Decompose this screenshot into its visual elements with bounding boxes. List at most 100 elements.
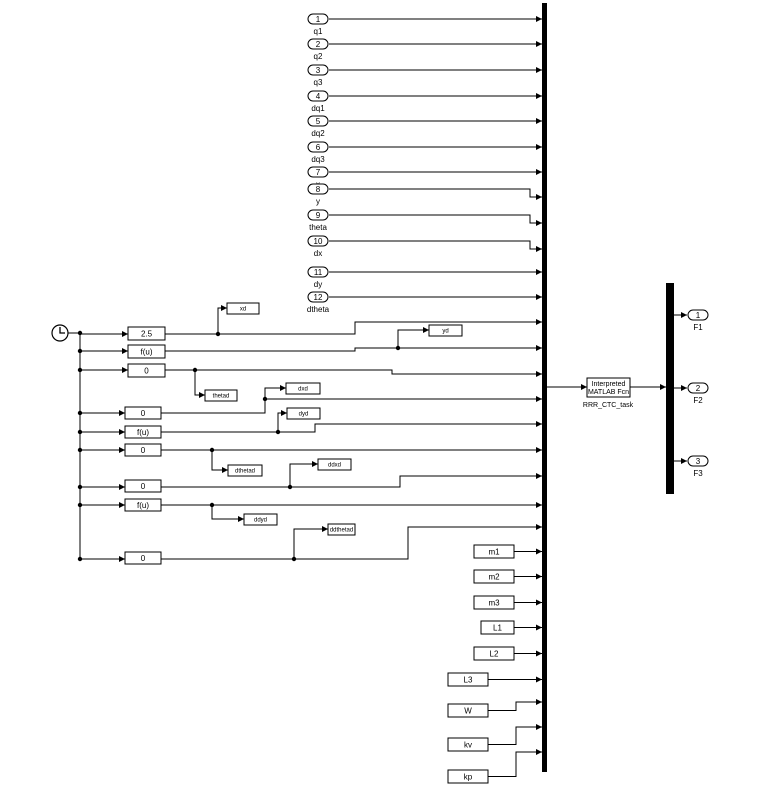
goto-branch-line[interactable]	[397, 327, 429, 348]
branch-point	[77, 502, 83, 508]
reference-block[interactable]	[127, 363, 166, 378]
goto-branch-line[interactable]	[277, 410, 287, 432]
branch-point	[275, 429, 281, 435]
matlab-fcn-line2: MATLAB Fcn	[588, 389, 629, 396]
output-demux-bar[interactable]	[666, 283, 674, 494]
parameter-constant[interactable]	[447, 703, 489, 718]
reference-signal-line[interactable]	[161, 396, 542, 414]
parameter-constant-label: L3	[464, 675, 473, 684]
goto-tag-label: dthetad	[235, 469, 255, 475]
goto-tag[interactable]	[285, 382, 321, 395]
reference-block-label: 0	[141, 409, 146, 418]
inport-signal-line[interactable]	[329, 240, 542, 252]
inport-port-2[interactable]	[307, 38, 329, 50]
reference-block[interactable]	[127, 344, 166, 359]
clock-bus-line[interactable]	[68, 332, 81, 560]
reference-block[interactable]	[127, 326, 166, 341]
inport-port-9[interactable]	[307, 209, 329, 221]
inport-port-label: dq2	[311, 129, 325, 138]
parameter-constant[interactable]	[473, 544, 515, 559]
goto-tag-label: ddthetad	[330, 528, 353, 534]
inport-signal-line[interactable]	[329, 188, 542, 200]
goto-tag[interactable]	[317, 458, 352, 471]
reference-block[interactable]	[124, 425, 162, 439]
reference-block-label: 0	[144, 366, 149, 375]
outport-port-number: 3	[696, 457, 701, 466]
reference-block[interactable]	[124, 498, 162, 512]
reference-block[interactable]	[124, 406, 162, 420]
goto-branch-line[interactable]	[194, 370, 205, 398]
goto-tag[interactable]	[327, 523, 356, 536]
inport-port-10[interactable]	[307, 235, 329, 247]
goto-branch-line[interactable]	[293, 526, 328, 559]
branch-point	[215, 331, 221, 337]
blocks: 1q12q23q34dq15dq26dq37x8y9theta10dx11dy1…	[51, 13, 709, 784]
goto-tag-label: dyd	[299, 412, 309, 418]
inport-port-label: dtheta	[307, 305, 330, 314]
branch-point	[77, 367, 83, 373]
inport-port-6[interactable]	[307, 141, 329, 153]
parameter-constant[interactable]	[447, 737, 489, 752]
outport-port-2[interactable]	[687, 382, 709, 394]
branch-point	[291, 556, 297, 562]
reference-block[interactable]	[124, 479, 162, 493]
reference-signal-line[interactable]	[161, 524, 542, 560]
goto-branch-line[interactable]	[289, 461, 318, 487]
inport-port-7[interactable]	[307, 166, 329, 178]
inport-port-3[interactable]	[307, 64, 329, 76]
inport-port-5[interactable]	[307, 115, 329, 127]
goto-tag[interactable]	[428, 324, 463, 337]
reference-block-label: 0	[141, 482, 146, 491]
inport-port-1[interactable]	[307, 13, 329, 25]
signal-lines	[68, 16, 687, 777]
parameter-constant[interactable]	[447, 769, 489, 784]
branch-point	[77, 348, 83, 354]
goto-branch-line[interactable]	[211, 505, 244, 522]
inport-port-12[interactable]	[307, 291, 329, 303]
goto-branch-line[interactable]	[217, 305, 227, 334]
parameter-constant[interactable]	[473, 595, 515, 610]
inport-port-4[interactable]	[307, 90, 329, 102]
parameter-constant[interactable]	[473, 646, 515, 661]
matlab-fcn-block[interactable]	[586, 377, 631, 398]
parameter-signal-line[interactable]	[488, 749, 542, 777]
outport-port-1[interactable]	[687, 309, 709, 321]
goto-branch-line[interactable]	[264, 385, 286, 399]
inport-port-number: 6	[316, 143, 321, 152]
parameter-signal-line[interactable]	[488, 699, 542, 711]
goto-tag[interactable]	[226, 302, 260, 315]
goto-tag[interactable]	[286, 407, 321, 420]
branch-point	[209, 502, 215, 508]
parameter-constant[interactable]	[473, 569, 515, 584]
inport-port-number: 5	[316, 117, 321, 126]
goto-tag[interactable]	[243, 513, 278, 526]
matlab-fcn-line1: Interpreted	[592, 381, 626, 388]
reference-block[interactable]	[124, 551, 162, 565]
branch-point	[77, 330, 83, 336]
reference-signal-line[interactable]	[165, 369, 542, 377]
goto-tag[interactable]	[227, 464, 263, 477]
inport-port-number: 8	[316, 185, 321, 194]
parameter-constant[interactable]	[447, 672, 489, 687]
inport-port-8[interactable]	[307, 183, 329, 195]
reference-signal-line[interactable]	[165, 345, 542, 352]
reference-signal-line[interactable]	[161, 473, 542, 488]
outport-port-3[interactable]	[687, 455, 709, 467]
parameter-signal-line[interactable]	[488, 724, 542, 745]
reference-signal-line[interactable]	[161, 421, 542, 433]
parameter-constant-label: L2	[490, 649, 499, 658]
reference-block[interactable]	[124, 443, 162, 457]
parameter-constant-label: kp	[464, 772, 473, 781]
reference-signal-line[interactable]	[165, 319, 542, 335]
inport-port-11[interactable]	[307, 266, 329, 278]
inport-port-number: 12	[314, 293, 323, 302]
outport-port-number: 2	[696, 384, 701, 393]
inport-signal-line[interactable]	[329, 214, 542, 226]
input-mux-bar[interactable]	[542, 3, 547, 772]
goto-tag[interactable]	[204, 389, 238, 402]
outport-port-label: F3	[693, 469, 703, 478]
goto-branch-line[interactable]	[211, 450, 228, 473]
inport-port-number: 10	[314, 237, 323, 246]
parameter-constant[interactable]	[480, 620, 515, 635]
